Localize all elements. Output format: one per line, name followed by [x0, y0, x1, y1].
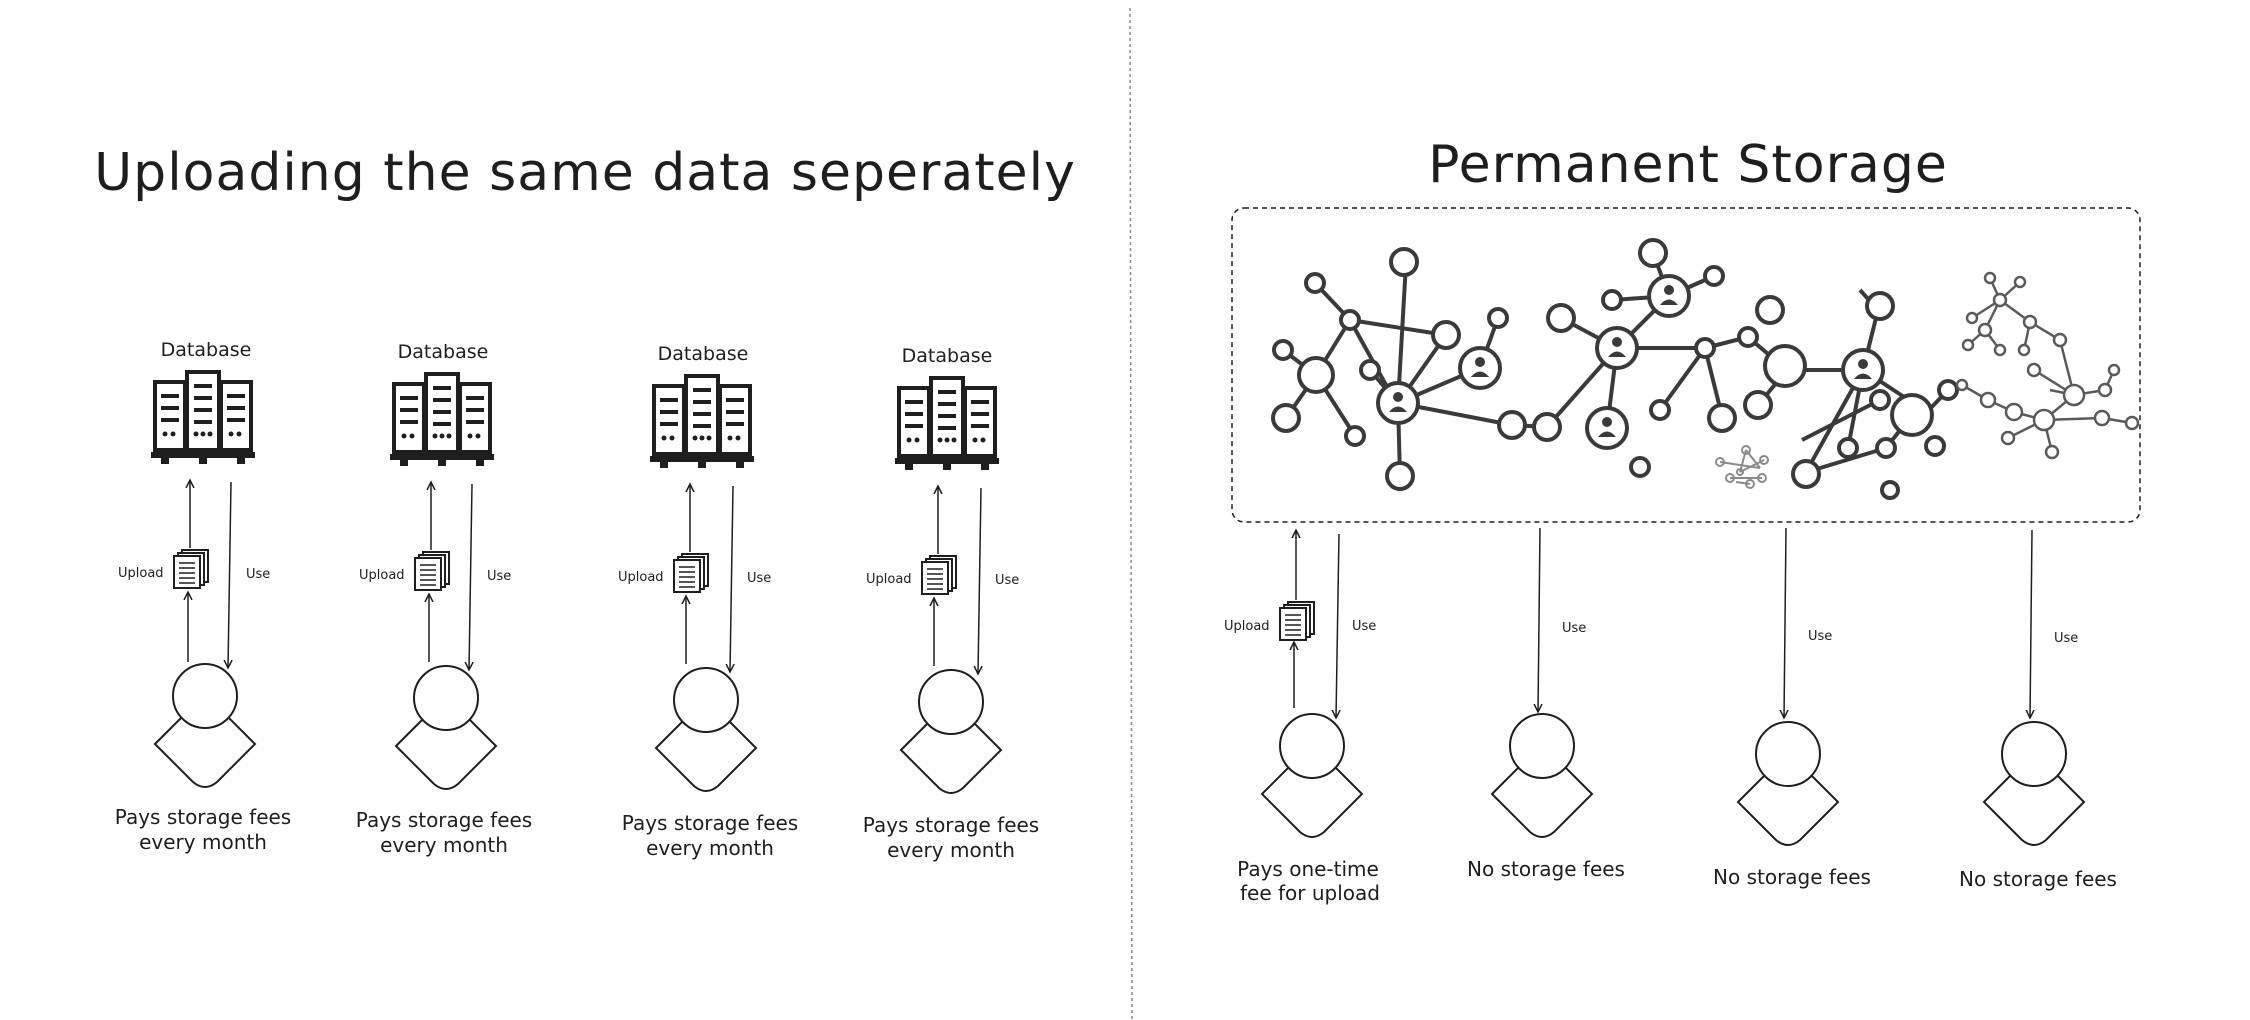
- use-arrow: [730, 485, 733, 672]
- storage-user-4: Use No storage fees: [1959, 529, 2117, 891]
- document-stack-icon: [1279, 601, 1315, 641]
- user-icon: [655, 667, 757, 792]
- user-caption: fee for upload: [1240, 881, 1380, 905]
- database-column-4: Database Upload Use Pays storage fees ev…: [863, 345, 1039, 862]
- use-arrow: [469, 483, 472, 670]
- upload-label: Upload: [359, 568, 405, 583]
- left-panel: Uploading the same data seperately Datab…: [94, 143, 1076, 862]
- use-label: Use: [487, 569, 511, 584]
- right-panel-title: Permanent Storage: [1428, 135, 1948, 195]
- user-caption: No storage fees: [1467, 857, 1625, 881]
- user-caption: Pays one-time: [1237, 857, 1379, 881]
- use-label: Use: [1352, 619, 1376, 634]
- permanent-storage-box: [1231, 207, 2141, 523]
- left-panel-title: Uploading the same data seperately: [94, 143, 1076, 203]
- use-label: Use: [246, 567, 270, 582]
- database-label: Database: [161, 339, 252, 361]
- upload-label: Upload: [118, 566, 164, 581]
- database-column-3: Database Upload Use Pays storage fees ev…: [618, 343, 798, 860]
- user-caption: every month: [887, 838, 1015, 862]
- user-caption: Pays storage fees: [356, 808, 532, 832]
- user-caption: Pays storage fees: [863, 813, 1039, 837]
- use-label: Use: [2054, 631, 2078, 646]
- upload-label: Upload: [866, 572, 912, 587]
- user-caption: every month: [380, 833, 508, 857]
- user-caption: Pays storage fees: [622, 811, 798, 835]
- database-label: Database: [902, 345, 993, 367]
- user-caption: No storage fees: [1713, 865, 1871, 889]
- right-panel: Permanent Storage: [1224, 135, 2141, 905]
- network-graph-icon: [1271, 238, 2140, 500]
- use-arrow: [2030, 529, 2032, 718]
- server-rack-icon: [388, 372, 496, 468]
- user-icon: [900, 669, 1002, 794]
- server-rack-icon: [648, 374, 756, 470]
- use-arrow: [1538, 527, 1540, 712]
- user-caption: No storage fees: [1959, 867, 2117, 891]
- database-label: Database: [398, 341, 489, 363]
- use-arrow: [228, 481, 231, 668]
- storage-user-1: Upload Use Pays one-time fee for upload: [1224, 530, 1380, 905]
- user-icon: [154, 663, 256, 788]
- use-label: Use: [995, 573, 1019, 588]
- user-icon: [1261, 713, 1363, 838]
- user-icon: [1491, 713, 1593, 838]
- server-rack-icon: [149, 370, 257, 466]
- user-icon: [1983, 721, 2085, 846]
- user-caption: Pays storage fees: [115, 805, 291, 829]
- document-stack-icon: [921, 555, 957, 595]
- storage-user-3: Use No storage fees: [1713, 527, 1871, 889]
- use-arrow: [1784, 527, 1786, 718]
- panel-divider: [1129, 7, 1133, 1020]
- document-stack-icon: [414, 551, 450, 591]
- use-arrow: [1336, 533, 1339, 718]
- user-caption: every month: [646, 836, 774, 860]
- user-icon: [395, 665, 497, 790]
- upload-label: Upload: [618, 570, 664, 585]
- user-caption: every month: [139, 830, 267, 854]
- upload-label: Upload: [1224, 619, 1270, 634]
- use-label: Use: [747, 571, 771, 586]
- database-column-2: Database Upload Use Pays storage fees ev…: [356, 341, 532, 857]
- use-arrow: [978, 487, 981, 674]
- server-rack-icon: [893, 376, 1001, 472]
- use-label: Use: [1808, 629, 1832, 644]
- document-stack-icon: [673, 553, 709, 593]
- document-stack-icon: [173, 549, 209, 589]
- user-icon: [1737, 721, 1839, 846]
- database-label: Database: [658, 343, 749, 365]
- storage-user-2: Use No storage fees: [1467, 527, 1625, 881]
- database-column-1: Database Upload Use Pays storage fees ev…: [115, 339, 291, 854]
- use-label: Use: [1562, 621, 1586, 636]
